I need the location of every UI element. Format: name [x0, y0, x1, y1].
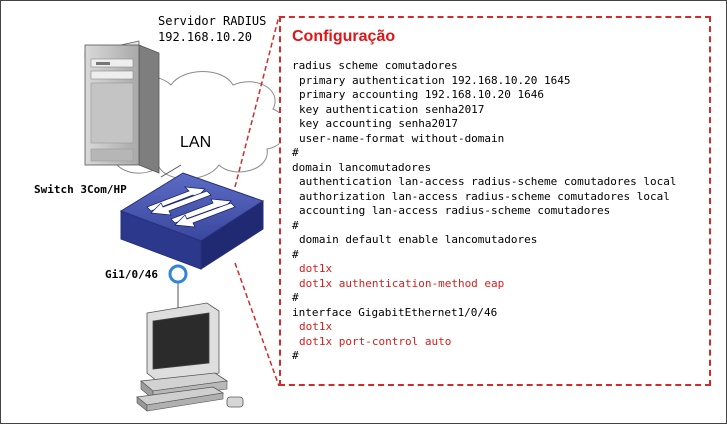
port-label: Gi1/0/46: [105, 268, 158, 281]
port-gi1-0-46-icon: [168, 264, 188, 284]
config-line: dot1x port-control auto: [299, 334, 452, 348]
switch-icon: [119, 172, 265, 270]
config-title: Configuração: [292, 28, 396, 45]
switch-label: Switch 3Com/HP: [34, 183, 127, 196]
config-line: domain default enable lancomutadores: [299, 233, 538, 246]
config-line: #: [292, 247, 299, 261]
lan-label: LAN: [180, 134, 212, 151]
config-line: key authentication senha2017: [299, 102, 485, 116]
config-line: interface GigabitEthernet1/0/46: [292, 305, 498, 319]
config-line: dot1x authentication-method eap: [299, 276, 505, 290]
callout-lines: [234, 15, 280, 387]
config-line: user-name-format without-domain: [299, 131, 505, 145]
config-line: #: [292, 218, 299, 232]
server-label: Servidor RADIUS 192.168.10.20: [158, 13, 266, 45]
config-line: #: [292, 146, 299, 159]
config-line: #: [292, 291, 299, 304]
config-line: dot1x: [299, 320, 333, 333]
config-line: primary accounting 192.168.10.20 1646: [299, 88, 545, 101]
config-line: radius scheme comutadores: [292, 59, 458, 72]
config-line: authentication lan-access radius-scheme …: [299, 175, 677, 188]
config-line: key accounting senha2017: [299, 117, 458, 130]
server-ip: 192.168.10.20: [158, 30, 252, 44]
config-line: domain lancomutadores: [292, 160, 432, 174]
config-line: accounting lan-access radius-scheme comu…: [299, 204, 611, 217]
config-line: primary authentication 192.168.10.20 164…: [299, 73, 571, 87]
radius-server-icon: [84, 40, 160, 174]
config-line: authorization lan-access radius-scheme c…: [299, 189, 670, 203]
server-name: Servidor RADIUS: [158, 14, 267, 28]
workstation-icon: [136, 302, 244, 412]
config-line: #: [292, 349, 299, 362]
config-line: dot1x: [299, 262, 333, 275]
